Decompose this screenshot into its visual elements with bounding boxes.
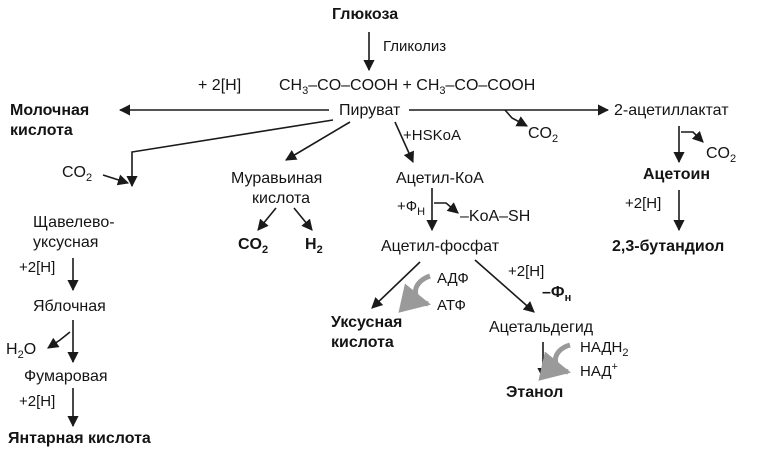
atp-label: АТФ (437, 297, 466, 314)
acetolactate-label: 2-ацетиллактат (614, 102, 729, 119)
arrow-h2o-release (47, 331, 71, 349)
arrow-koa-release (434, 202, 459, 214)
nadh2-label: НАДН2 (580, 339, 629, 359)
minus-koa-sh-label: –KoA–SH (460, 208, 531, 225)
formic-line2: кислота (252, 190, 311, 207)
arrow-co2-in (102, 174, 130, 186)
plus-2h-oxalo: +2[H] (19, 259, 56, 276)
co2-formic: CO2 (238, 236, 269, 257)
oxaloacetate-line2: уксусная (33, 234, 99, 251)
acetic-line2: кислота (331, 334, 394, 351)
arrow-formic-co2 (257, 207, 277, 231)
acetic-line1: Уксусная (331, 314, 403, 331)
h2o-label: H2O (6, 341, 37, 362)
plus-2h-aldehyde: +2[H] (508, 263, 545, 280)
malic-label: Яблочная (33, 298, 106, 315)
succinic-label: Янтарная кислота (8, 430, 151, 447)
arrow-co2-acetolactate (681, 130, 704, 143)
minus-phn-label: –Фн (542, 284, 572, 305)
acetyl-coa-label: Ацетил-КоА (396, 170, 484, 187)
plus-2h-fumaric: +2[H] (19, 393, 56, 410)
ethanol-label: Этанол (506, 384, 564, 401)
co2-acetolactate: CO2 (706, 145, 737, 166)
plus-2h-top: + 2[H] (198, 77, 242, 94)
arrow-formic-h2 (293, 207, 313, 231)
plus-phn-label: +ФН (397, 198, 426, 218)
plus-2h-acetoin: +2[H] (625, 195, 662, 212)
arrow-to-formic (285, 121, 351, 161)
formic-line1: Муравьиная (231, 170, 323, 187)
glycolysis-label: Гликолиз (383, 38, 447, 55)
arrow-co2-pyruvate (504, 109, 528, 127)
acetaldehyde-label: Ацетальдегид (489, 319, 594, 336)
arc-nadh-nad (538, 342, 571, 381)
acetyl-phosphate-label: Ацетил-фосфат (381, 238, 500, 255)
arrow-to-acetic (371, 261, 421, 309)
oxaloacetate-line1: Щавелево- (33, 214, 115, 231)
co2-pyruvate: CO2 (528, 125, 559, 146)
butanediol-label: 2,3-бутандиол (612, 238, 725, 255)
glucose-label: Глюкоза (332, 6, 399, 23)
lactic-acid-line1: Молочная (10, 102, 90, 119)
co2-oxaloacetate: CO2 (62, 164, 93, 185)
h2-formic: H2 (305, 236, 323, 257)
lactic-acid-line2: кислота (10, 122, 73, 139)
pyruvate-label: Пируват (339, 102, 401, 119)
arrow-to-acetyl-coa (394, 121, 414, 164)
fumaric-label: Фумаровая (24, 368, 108, 385)
arrow-to-acetaldehyde (474, 259, 535, 313)
pyruvate-formula: CH3–CO–COOH + CH3–CO–COOH (279, 77, 536, 98)
adp-label: АДФ (437, 270, 469, 287)
acetoin-label: Ацетоин (643, 166, 710, 183)
arc-adp-atp (398, 273, 431, 313)
hskoa-label: +HSKoA (403, 127, 461, 144)
arrow-to-oxaloacetate (126, 119, 334, 188)
nad-label: НАД+ (580, 361, 618, 381)
